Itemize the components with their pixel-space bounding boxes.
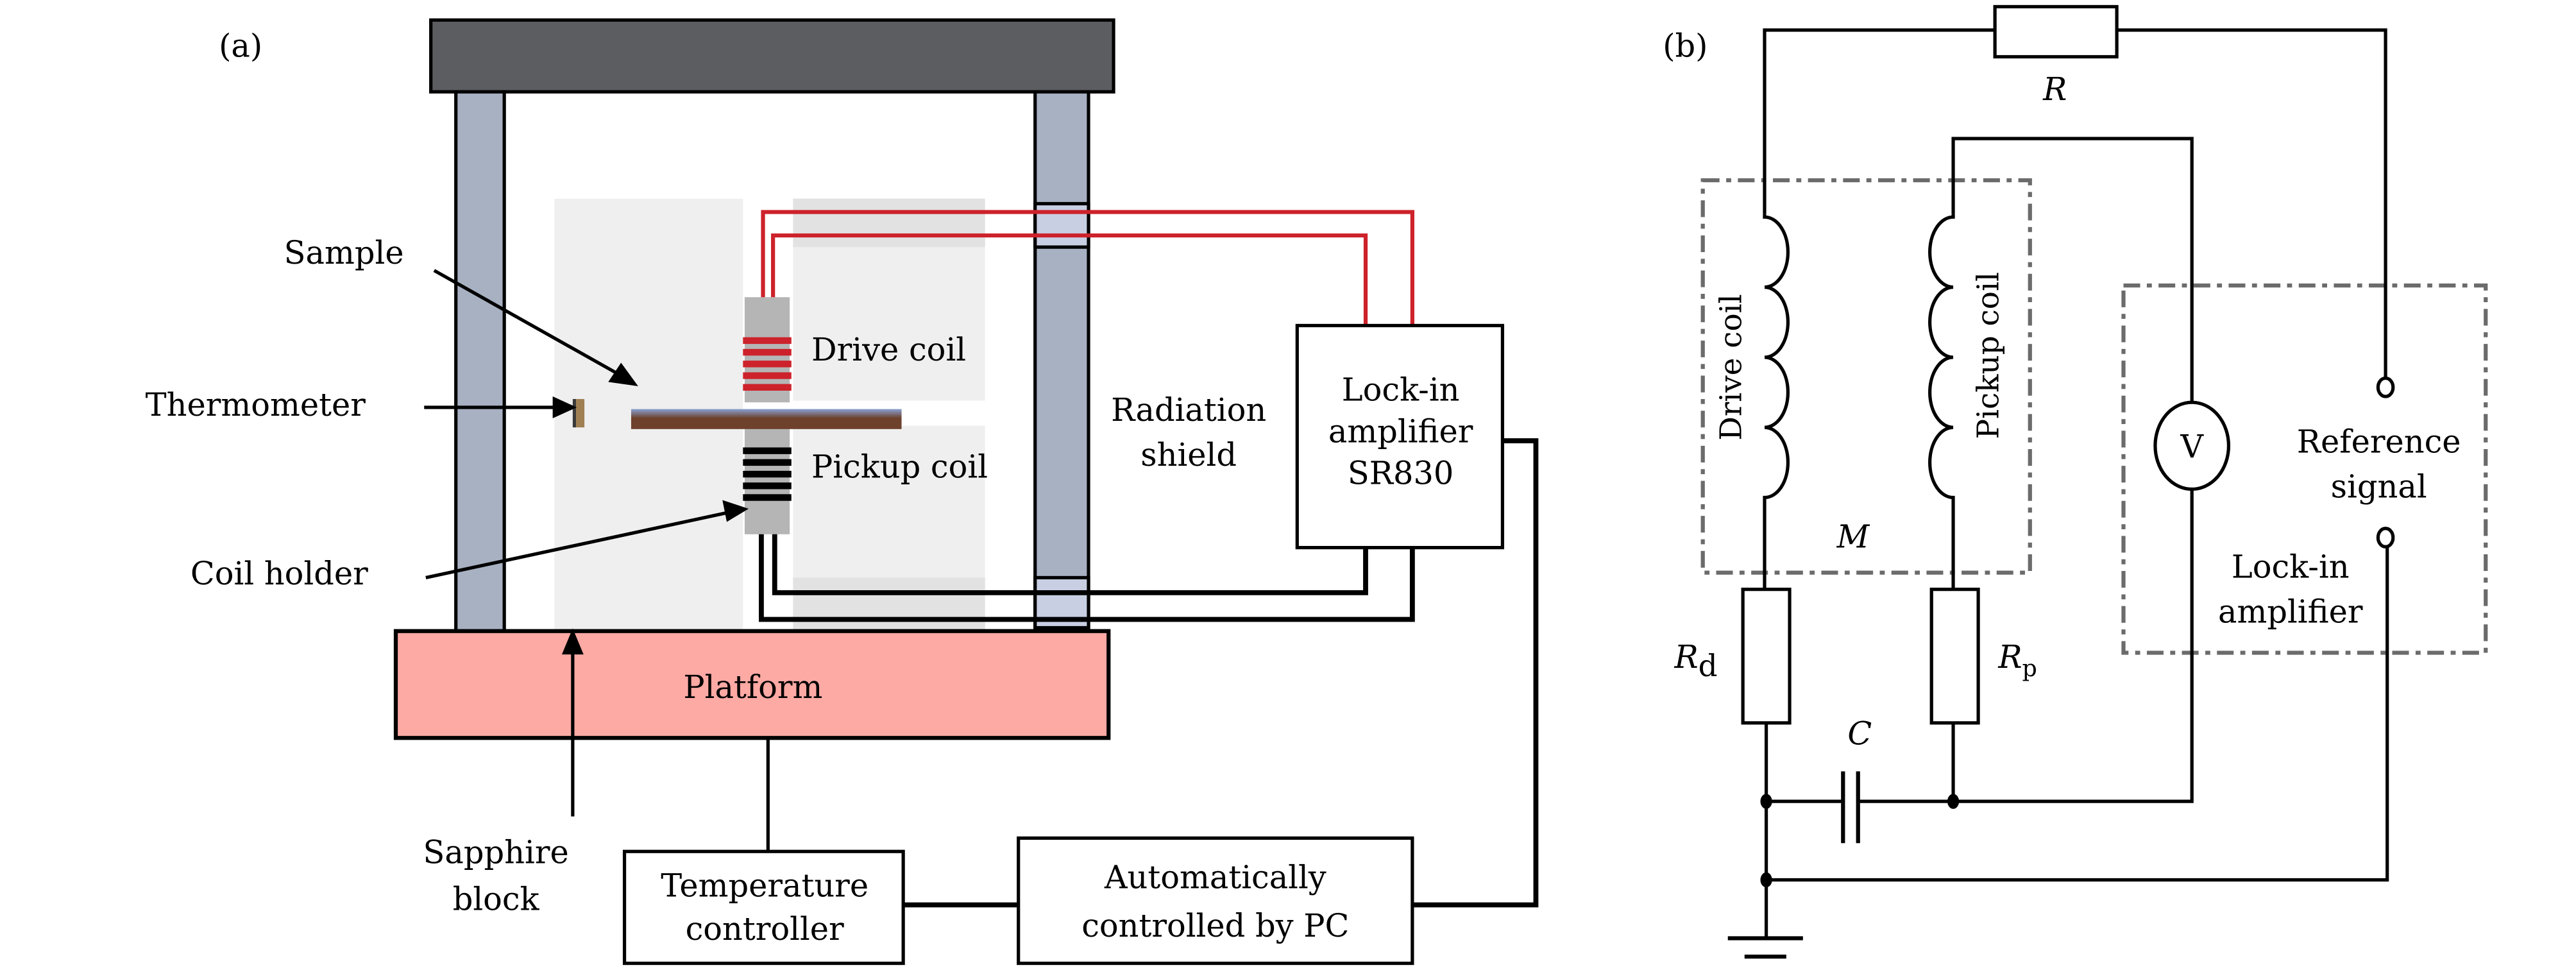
junction-node [1760, 872, 1772, 888]
pickup-winding [743, 482, 792, 489]
resistor-Rp [1929, 588, 1980, 725]
pickup-top-wire [1951, 137, 2194, 403]
drive-winding [743, 348, 792, 356]
radiation-shield-label-line1: Radiation [1111, 391, 1266, 429]
radiation-shield-right [1033, 90, 1090, 633]
pickup-wire-inner [772, 534, 1368, 595]
sapphire-arrowhead [561, 628, 584, 655]
mutual-inductance-box [1700, 178, 2032, 575]
thermometer-body [576, 398, 585, 428]
voltmeter-icon [2153, 400, 2231, 491]
mutual-inductance-label: M [1836, 518, 1870, 556]
drive-winding [743, 372, 792, 379]
platform-label: Platform [683, 668, 822, 706]
radiation-shield-label-line2: shield [1140, 436, 1237, 473]
reference-signal-label-line2: signal [2331, 468, 2427, 506]
platform [393, 629, 1111, 740]
pickup-coil-windings [743, 447, 792, 501]
voltmeter-label: V [2180, 428, 2204, 465]
coil-holder-arrowhead [722, 500, 749, 522]
reference-terminal-bottom [2376, 527, 2395, 549]
pickup-winding [743, 494, 792, 501]
pickup-wire-outer [759, 534, 1415, 622]
thermometer [572, 398, 577, 428]
panel-a: (a) [146, 18, 1539, 966]
temp-label-line2: controller [686, 910, 844, 948]
lockin-amplifier-box [2121, 283, 2488, 655]
thermometer-arrowhead [552, 396, 577, 419]
reference-wire [1763, 28, 2387, 378]
resistor-Rd-main: R [1674, 638, 1698, 676]
callout-arrows [424, 269, 749, 817]
drive-coil-inductor [1763, 214, 1790, 590]
resistor-Rp-main: R [1997, 638, 2022, 676]
top-plate [429, 18, 1115, 94]
drive-coil-vertical-label: Drive coil [1715, 294, 1749, 440]
temperature-controller-box [622, 849, 905, 966]
panel-b: (b) R Drive coil Pickup coil M Rd Rp C [1663, 4, 2488, 959]
sample [631, 409, 902, 429]
resistor-R [1993, 4, 2119, 59]
sapphire-label-line1: Sapphire [423, 833, 569, 871]
drive-winding [743, 361, 792, 368]
pc-label-line2: controlled by PC [1081, 907, 1349, 944]
lockin-label-line1: Lock-in [1342, 371, 1460, 409]
pickup-winding [743, 459, 792, 466]
panel-b-label: (b) [1663, 27, 1707, 64]
reference-signal-label-line1: Reference [2297, 423, 2461, 460]
resistor-Rp-label: Rp [1997, 638, 2037, 682]
resistor-Rd-sub: d [1699, 649, 1718, 684]
pickup-coil-vertical-label: Pickup coil [1971, 272, 2006, 439]
lockin-label-line1-b: Lock-in [2232, 548, 2350, 585]
radiation-shield-left [454, 90, 506, 633]
junction-node [1947, 794, 1960, 809]
coil-holder-arrow [425, 511, 729, 579]
reference-terminal-top [2376, 376, 2395, 398]
coil-holder-bottom [744, 427, 790, 534]
pickup-winding [743, 447, 792, 454]
temp-label-line1: Temperature [661, 867, 869, 904]
drive-coil-windings [743, 337, 792, 391]
pickup-coil-inductor [1928, 214, 1955, 590]
lockin-pc-wire [1412, 438, 1539, 908]
junction-node [1760, 794, 1772, 809]
lockin-label-line3: SR830 [1348, 455, 1453, 492]
sample-arrow [433, 269, 622, 377]
resistor-Rd-label: Rd [1674, 638, 1717, 684]
resistor-Rp-sub: p [2022, 654, 2037, 682]
ground-return-wire [1766, 547, 2389, 882]
capacitor-label: C [1847, 715, 1872, 753]
resistor-R-label: R [2042, 71, 2067, 108]
pc-control-box [1017, 836, 1414, 966]
pc-label-line1: Automatically [1104, 858, 1326, 896]
lockin-amplifier-box [1295, 323, 1505, 550]
sapphire-strip-bottom [793, 577, 985, 631]
resistor-Rd [1741, 588, 1792, 725]
sample-arrowhead [608, 362, 638, 387]
pickup-winding [743, 470, 792, 478]
lockin-label-line2: amplifier [1328, 413, 1473, 450]
pickup-coil-label: Pickup coil [811, 448, 988, 485]
thermometer-label: Thermometer [146, 386, 366, 423]
drive-coil-label: Drive coil [811, 331, 966, 368]
sample-label: Sample [284, 234, 404, 271]
lockin-label-line2-b: amplifier [2218, 593, 2363, 631]
sapphire-label-line2: block [453, 880, 540, 917]
coil-holder-label: Coil holder [191, 555, 368, 592]
ground-icon [1727, 936, 1803, 959]
panel-a-label: (a) [219, 27, 262, 64]
capacitor-wire [1766, 489, 2194, 803]
drive-winding [743, 384, 792, 391]
drive-winding [743, 337, 792, 345]
drive-wire-inner [771, 233, 1368, 326]
sapphire-strip-top [793, 198, 985, 248]
drive-wire-outer [761, 210, 1415, 326]
